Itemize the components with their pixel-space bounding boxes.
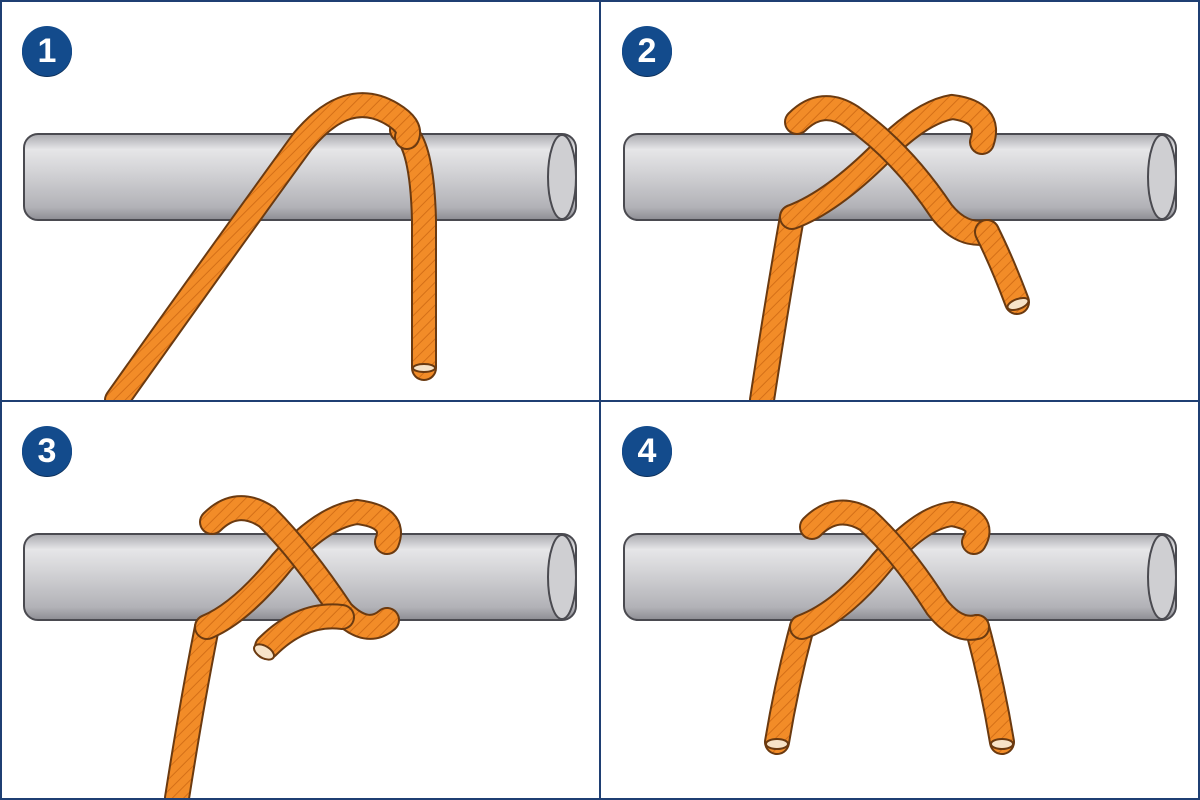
step-2-illustration <box>623 93 1177 400</box>
rope <box>749 93 1030 400</box>
step-panel-3: 3 <box>2 402 600 798</box>
step-panel-4: 4 <box>602 402 1198 798</box>
step-1-illustration <box>23 92 577 400</box>
step-number-badge: 1 <box>22 26 72 76</box>
rope <box>764 499 1015 755</box>
step-number-badge: 4 <box>622 426 672 476</box>
pipe <box>23 133 577 221</box>
step-number-badge: 2 <box>622 26 672 76</box>
step-number-badge: 3 <box>22 426 72 476</box>
step-3-illustration <box>23 495 577 798</box>
step-panel-1: 1 <box>2 2 600 400</box>
rope <box>164 495 402 798</box>
horizontal-divider <box>2 400 1198 402</box>
step-panel-2: 2 <box>602 2 1198 400</box>
step-4-illustration <box>623 499 1177 755</box>
rope <box>104 92 437 400</box>
